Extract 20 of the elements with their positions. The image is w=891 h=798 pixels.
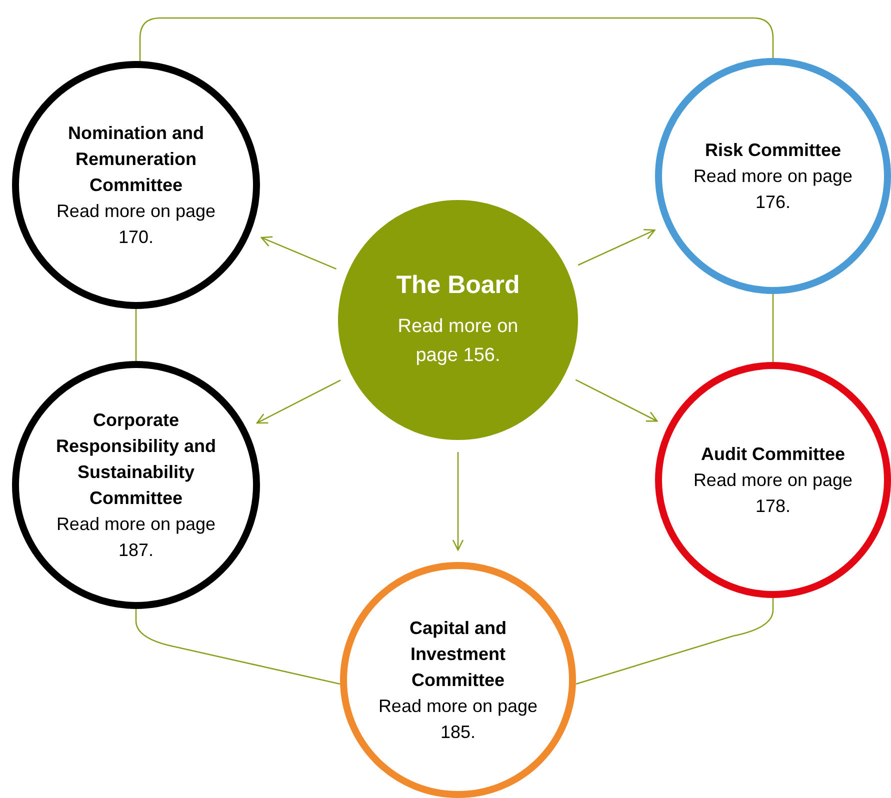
circle-title: The Board xyxy=(396,270,520,301)
arrow xyxy=(578,229,656,266)
circle-title: Audit Committee xyxy=(701,442,845,466)
arrow xyxy=(260,236,337,270)
circle-title: Nomination and Remuneration Committee xyxy=(67,122,205,197)
connector-line xyxy=(139,17,774,63)
circle-title: Capital and Investment Committee xyxy=(408,616,508,692)
page-reference: Read more on page 187. xyxy=(56,513,216,562)
arrow xyxy=(452,452,464,551)
page-reference: Read more on page 156. xyxy=(396,315,520,368)
circle-title: Risk Committee xyxy=(704,138,842,162)
page-reference: Read more on page 170. xyxy=(56,200,216,250)
page-reference: Read more on page 178. xyxy=(693,468,853,518)
connector-line xyxy=(772,294,774,362)
page-reference: Read more on page 176. xyxy=(693,164,853,214)
connector-line xyxy=(576,598,774,685)
circle-title: Corporate Responsibility and Sustainability Committee xyxy=(54,408,218,510)
page-reference: Read more on page 185. xyxy=(378,695,538,744)
connector-line xyxy=(135,609,340,685)
connector-line xyxy=(135,309,137,361)
